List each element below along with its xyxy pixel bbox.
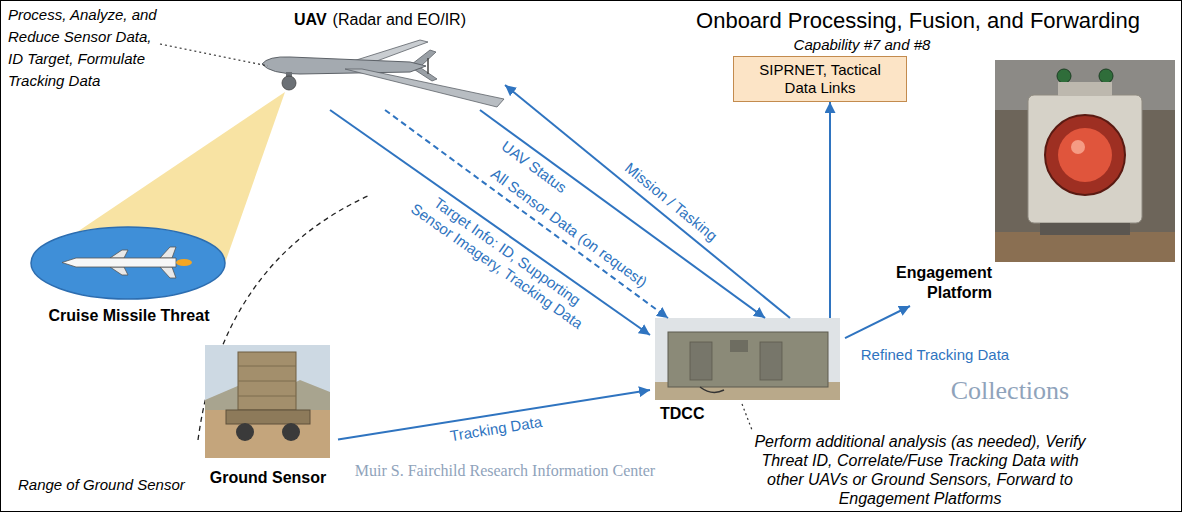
missile-wing: [110, 250, 128, 258]
label-holder: Collections: [951, 376, 1069, 406]
missile-wing: [110, 267, 128, 275]
threat-node: Cruise Missile Threat: [24, 222, 234, 330]
radar-trailer: [226, 410, 310, 424]
missile-fin: [160, 267, 176, 278]
analysis-note: Perform additional analysis (as needed),…: [748, 432, 1093, 508]
node-label: SIPRNET, Tactical Data Links: [745, 61, 895, 97]
turret-camera: [1057, 69, 1071, 83]
leader-line: [742, 404, 752, 430]
uav-propeller: [427, 58, 429, 74]
turret-base: [1040, 223, 1130, 235]
turret-mount: [1058, 82, 1112, 96]
capability-note: Capability #7 and #8: [794, 36, 931, 54]
diagram-title: Onboard Processing, Fusion, and Forwardi…: [696, 8, 1140, 34]
radar-panel-line: [238, 366, 296, 367]
laser-lens: [1058, 128, 1112, 182]
shelter-cable: [700, 387, 724, 392]
watermark-text: Collections: [951, 376, 1069, 406]
uav-sensor-ball: [282, 76, 296, 90]
turret-camera: [1099, 69, 1113, 83]
missile-body: [62, 258, 176, 267]
node-label: TDCC: [660, 404, 704, 424]
watermark-text: Muir S. Fairchild Research Information C…: [355, 462, 655, 480]
trailer-wheel: [236, 423, 254, 441]
weapon-node: Engagement Platform: [880, 56, 1176, 306]
edge-label-holder: Refined Tracking Data: [859, 346, 1011, 364]
shelter-door: [690, 342, 712, 380]
photo-sky: [655, 318, 840, 400]
turret-housing: [1028, 95, 1142, 223]
radar-panel-line: [238, 396, 296, 397]
lens-glare: [1071, 140, 1085, 154]
uav-fuselage: [262, 57, 426, 74]
range-note: Range of Ground Sensor: [18, 476, 185, 494]
photo-background: [995, 60, 1175, 262]
connector-arrow: [829, 102, 831, 318]
process-note: Process, Analyze, and Reduce Sensor Data…: [8, 4, 163, 92]
label-holder: Perform additional analysis (as needed),…: [748, 432, 1093, 508]
trailer-wheel: [282, 423, 300, 441]
threat-ellipse: [31, 227, 225, 299]
uav-node: UAV (Radar and EO/IR): [255, 6, 505, 110]
node-label: UAV: [294, 10, 327, 30]
title-holder: Onboard Processing, Fusion, and Forwardi…: [696, 8, 1140, 34]
label-holder: Process, Analyze, and Reduce Sensor Data…: [8, 4, 163, 92]
label-holder: Range of Ground Sensor: [18, 476, 185, 494]
radar-panel-line: [238, 381, 296, 382]
photo-sky: [205, 345, 330, 458]
node-label: (Radar and EO/IR): [333, 10, 466, 30]
missile-fin: [160, 247, 176, 258]
connector-arrow: [845, 306, 910, 338]
missile-exhaust: [176, 259, 192, 266]
radar-antenna: [238, 352, 296, 410]
shelter-door: [760, 342, 782, 380]
label-holder: Capability #7 and #8: [794, 36, 931, 54]
range-arc: [198, 195, 370, 440]
photo-ground: [995, 232, 1175, 262]
node-label: Ground Sensor: [210, 468, 326, 488]
label-holder: Muir S. Fairchild Research Information C…: [355, 462, 655, 480]
node-label: Cruise Missile Threat: [49, 306, 210, 326]
connector-arrow: [330, 110, 650, 335]
uav-wing: [345, 69, 504, 107]
edge-label: Refined Tracking Data: [859, 346, 1011, 364]
shelter-body: [668, 332, 828, 387]
laser-aperture: [1045, 115, 1125, 195]
leader-line: [160, 44, 268, 66]
node-label: Engagement Platform: [888, 263, 992, 303]
network-box: SIPRNET, Tactical Data Links: [733, 56, 907, 102]
sensor-node: Ground Sensor: [198, 342, 338, 492]
shelter-unit: [730, 340, 748, 352]
photo-ground: [205, 410, 330, 458]
control-node: TDCC: [650, 318, 845, 428]
